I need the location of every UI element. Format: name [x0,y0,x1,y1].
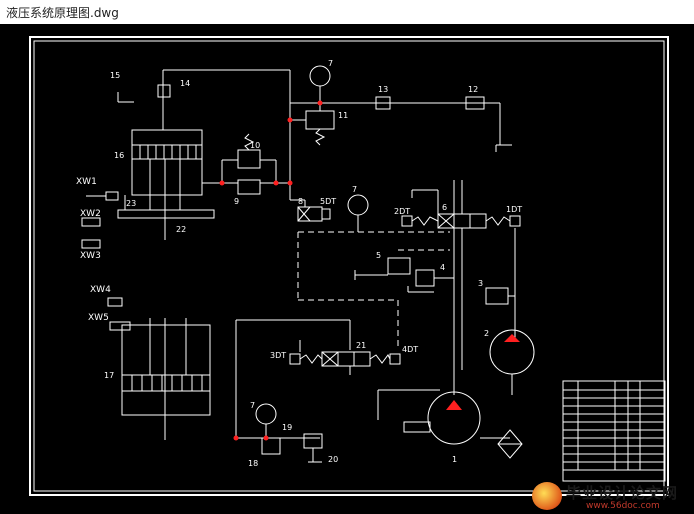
sensor-xw3 [81,239,101,249]
label-21: 21 [356,341,366,350]
label-7b: 7 [352,185,357,194]
label-16: 16 [114,151,124,160]
directional-valve-6 [437,213,487,229]
label-1dt: 1DT [506,205,522,214]
frame-inner-border [33,40,665,492]
label-9: 9 [234,197,239,206]
label-19: 19 [282,423,292,432]
label-2: 2 [484,329,489,338]
label-1: 1 [452,455,457,464]
label-22: 22 [176,225,186,234]
window-title-bar: 液压系统原理图.dwg [0,0,694,24]
flame-logo-icon [532,482,562,510]
pressure-gauge-7a [309,65,331,87]
window-title: 液压系统原理图.dwg [6,6,119,20]
label-15: 15 [110,71,120,80]
label-18: 18 [248,459,258,468]
label-xw1: XW1 [76,177,97,187]
label-2dt: 2DT [394,207,410,216]
label-6: 6 [442,203,447,212]
label-7a: 7 [328,59,333,68]
label-14: 14 [180,79,190,88]
check-valve-14 [157,84,171,98]
label-xw4: XW4 [90,285,111,295]
label-xw3: XW3 [80,251,101,261]
relief-valve-18 [261,437,281,455]
drawing-canvas[interactable]: 15 14 7 13 12 11 16 10 9 8 5DT 7 2DT 6 1… [0,24,694,514]
sensor-xw4 [107,297,123,307]
relief-valve-11 [305,110,335,130]
label-10: 10 [250,141,260,150]
sensor-xw1 [105,191,119,201]
cylinder-16 [117,129,215,240]
label-12: 12 [468,85,478,94]
label-4dt: 4DT [402,345,418,354]
directional-valve-21 [321,351,371,367]
label-11: 11 [338,111,348,120]
check-valve-9 [237,179,261,195]
filter-icon [497,429,523,459]
label-4: 4 [440,263,445,272]
pressure-gauge-7b [347,194,369,216]
sensor-xw5 [109,321,131,331]
watermark-site-name: 毕业设计论文网 [566,484,679,502]
label-5dt: 5DT [320,197,336,206]
check-valve-13 [375,96,391,110]
label-3: 3 [478,279,483,288]
watermark-url: www.56doc.com [586,501,660,511]
pump-2-arrow [504,334,520,342]
relief-valve-5 [387,257,411,275]
pump-1-arrow [446,400,462,410]
label-17: 17 [104,371,114,380]
relief-valve-3 [485,287,509,305]
label-3dt: 3DT [270,351,286,360]
cylinder-17 [121,318,211,440]
label-7c: 7 [250,401,255,410]
hydraulic-schematic: 15 14 7 13 12 11 16 10 9 8 5DT 7 2DT 6 1… [29,36,669,496]
label-8: 8 [298,197,303,206]
relief-valve-4 [415,269,435,287]
pressure-valve-10 [237,149,261,169]
watermark: 毕业设计论文网 www.56doc.com [528,480,688,514]
label-xw5: XW5 [88,313,109,323]
label-23: 23 [126,199,136,208]
sensor-xw2 [81,217,101,227]
frame-border [29,36,669,496]
label-20: 20 [328,455,338,464]
label-xw2: XW2 [80,209,101,219]
valve-8 [297,206,323,222]
title-block [562,380,666,482]
label-5: 5 [376,251,381,260]
label-13: 13 [378,85,388,94]
pump-1 [427,391,481,445]
pressure-gauge-7c [255,403,277,425]
valve-20 [303,433,323,449]
